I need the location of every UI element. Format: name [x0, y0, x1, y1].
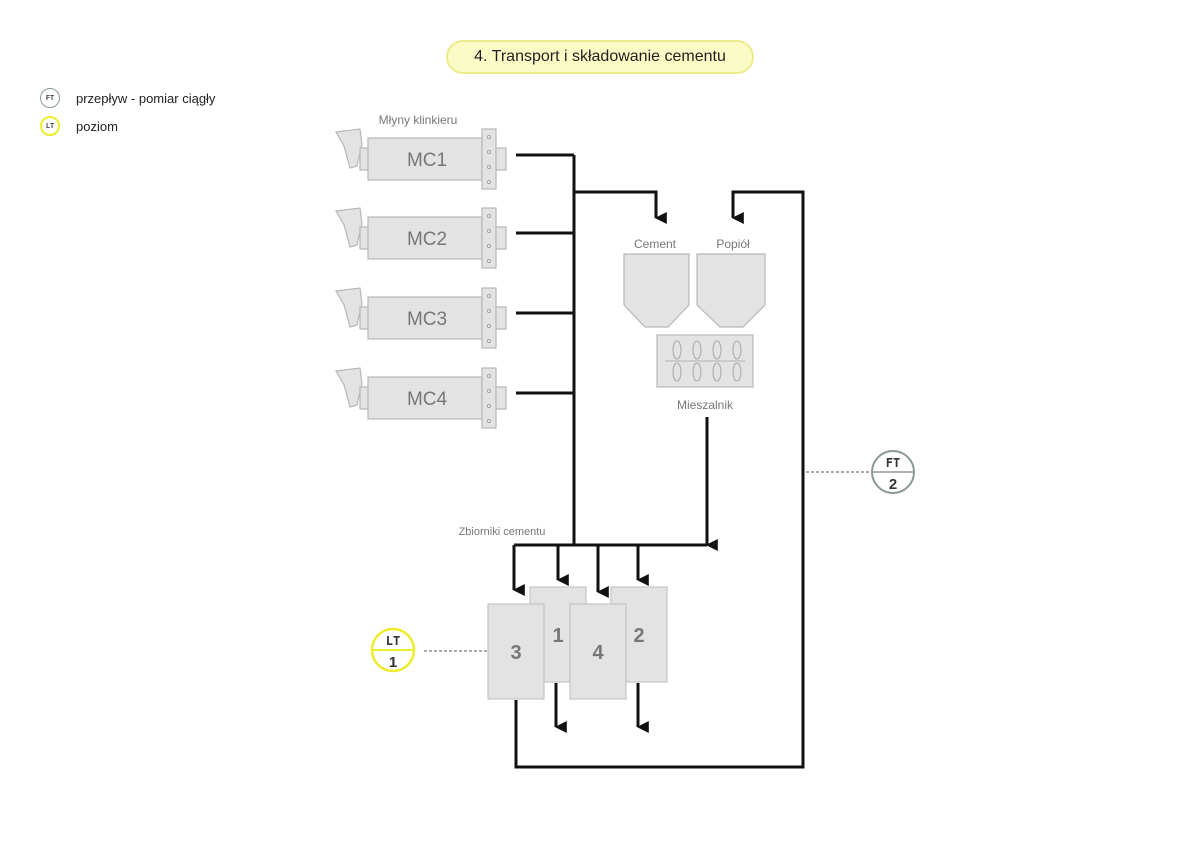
flange-bolt	[486, 373, 491, 378]
mixer	[656, 334, 754, 388]
flange-bolt	[486, 179, 491, 184]
mill-outlet	[495, 306, 507, 330]
mixer-label: Mieszalnik	[677, 398, 734, 412]
flange-bolt	[486, 323, 491, 328]
mixer-blade	[712, 362, 722, 382]
mill-label: MC4	[407, 389, 448, 410]
mixer-blade	[732, 340, 742, 360]
diagram-title: 4. Transport i składowanie cementu	[446, 40, 754, 74]
flow-meter-ft2: FT 2	[806, 450, 915, 494]
flange-bolt	[486, 388, 491, 393]
legend-flow-tag: FT	[45, 94, 55, 102]
mill-body	[367, 137, 483, 181]
legend-flow-label: przepływ - pomiar ciągły	[76, 90, 216, 106]
ft2-tag: FT	[886, 456, 900, 470]
flow-meter-icon: FT	[40, 88, 60, 108]
legend-level: LT poziom	[40, 116, 118, 136]
flange-bolt	[486, 149, 491, 154]
level-meter-lt1: LT 1	[370, 627, 487, 673]
cement-hopper-label: Cement	[634, 237, 677, 251]
tank-1-label: 1	[552, 625, 563, 647]
flange-bolt	[486, 243, 491, 248]
mill-outlet	[495, 147, 507, 171]
mixer-blade	[692, 340, 702, 360]
line-to-ash-hopper	[514, 190, 805, 769]
mill-mc2: MC2	[335, 207, 507, 269]
mixer-blade	[672, 340, 682, 360]
line-to-cement-hopper	[574, 190, 667, 224]
mill-feed-hopper	[335, 128, 363, 169]
mill-inlet-trunnion	[359, 306, 369, 330]
legend-level-tag: LT	[45, 122, 55, 130]
lt1-number: 1	[389, 654, 397, 671]
flange-bolt	[486, 403, 491, 408]
mill-inlet-trunnion	[359, 226, 369, 250]
ash-hopper	[696, 253, 766, 328]
title-text: 4. Transport i składowanie cementu	[474, 48, 726, 65]
tank-3-label: 3	[510, 642, 521, 664]
mill-feed-hopper	[335, 287, 363, 328]
flange-bolt	[486, 258, 491, 263]
mill-mc4: MC4	[335, 367, 507, 429]
mill-outlet	[495, 226, 507, 250]
flange-bolt	[486, 338, 491, 343]
tank-3	[487, 603, 545, 700]
flange-bolt	[486, 134, 491, 139]
mixer-blade	[692, 362, 702, 382]
tanks-header: Zbiorniki cementu	[459, 526, 546, 538]
mill-outlet	[495, 386, 507, 410]
transport-lines	[512, 153, 805, 769]
mill-inlet-trunnion	[359, 147, 369, 171]
mill-label: MC3	[407, 309, 447, 330]
mill-body	[367, 296, 483, 340]
mill-mc3: MC3	[335, 287, 507, 349]
mixer-blades	[672, 340, 742, 382]
mill-feed-hopper	[335, 367, 363, 408]
mixer-blade	[712, 340, 722, 360]
tank-4	[569, 603, 627, 700]
mixer-blade	[672, 362, 682, 382]
mill-label: MC2	[407, 229, 447, 250]
level-meter-icon: LT	[40, 116, 60, 136]
legend-level-label: poziom	[76, 118, 118, 134]
tank-4-label: 4	[592, 642, 604, 664]
mixer-blade	[732, 362, 742, 382]
mill-label: MC1	[407, 150, 447, 171]
mill-feed-hopper	[335, 207, 363, 248]
flange-bolt	[486, 418, 491, 423]
legend-flow: FT przepływ - pomiar ciągły	[40, 88, 215, 108]
flange-bolt	[486, 293, 491, 298]
flange-bolt	[486, 213, 491, 218]
lt1-tag: LT	[386, 634, 400, 648]
ash-hopper-label: Popiół	[716, 237, 750, 251]
ft2-number: 2	[889, 476, 897, 493]
mill-body	[367, 376, 483, 420]
flange-bolt	[486, 164, 491, 169]
mills-header: Młyny klinkieru	[379, 113, 458, 127]
cement-hopper	[623, 253, 690, 328]
cement-tanks: 1 2 3 4	[487, 586, 668, 700]
tank-2-label: 2	[633, 625, 644, 647]
flange-bolt	[486, 228, 491, 233]
flange-bolt	[486, 308, 491, 313]
mill-inlet-trunnion	[359, 386, 369, 410]
mill-mc1: MC1	[335, 128, 507, 190]
